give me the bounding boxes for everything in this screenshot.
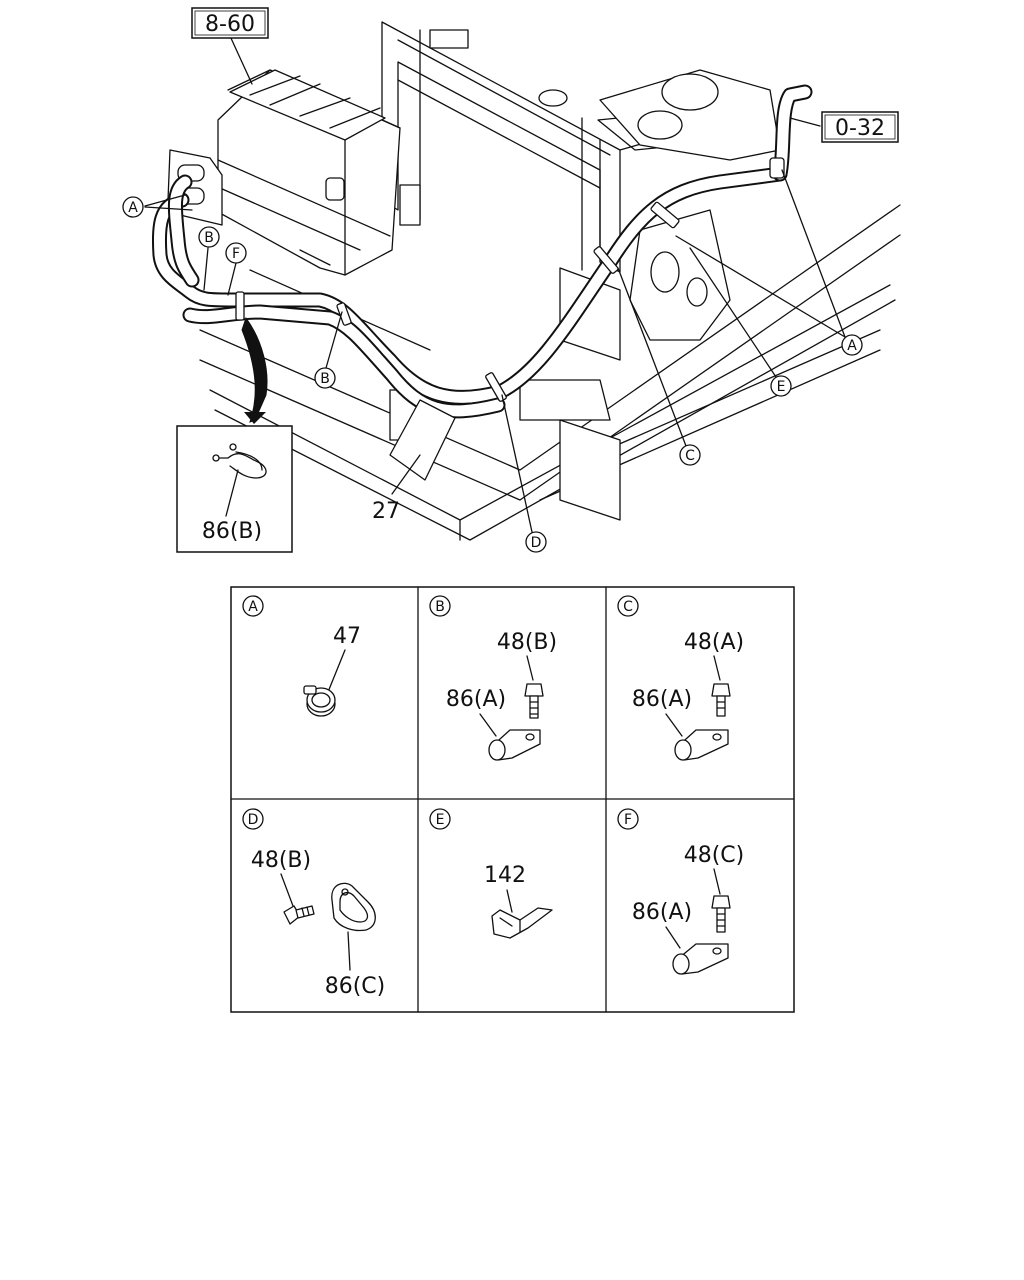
panel-d-letter: D: [248, 812, 259, 828]
callout-a-right: A: [841, 334, 863, 356]
ref-label-8-60: 8-60: [205, 12, 255, 37]
clip-detail-inset: 86(B): [176, 425, 293, 553]
detail-panel-c: C 48(A) 86(A): [617, 595, 744, 761]
panel-c-part-48a: 48(A): [684, 630, 744, 655]
panel-d-part-48b: 48(B): [251, 848, 311, 873]
panel-d-part-86c: 86(C): [325, 974, 386, 999]
callout-f-upper-label: F: [232, 246, 240, 262]
panel-f-part-48c: 48(C): [684, 843, 745, 868]
engine-block: [389, 69, 781, 521]
detail-panel-f: F 48(C) 86(A): [617, 808, 745, 975]
detail-grid: A 47 B 48(B) 86(A): [230, 586, 795, 1013]
callout-b-upper-label: B: [204, 230, 214, 246]
bolt-48a-icon: [711, 683, 731, 717]
clip-86c-icon: [331, 882, 376, 932]
hose-protector: [389, 399, 456, 481]
clip-86a-icon-f: [672, 943, 729, 975]
panel-a-part-47: 47: [333, 624, 361, 649]
part-label-27: 27: [372, 499, 400, 524]
panel-f-part-86a: 86(A): [632, 900, 692, 925]
bolt-48b-d-icon: [283, 905, 315, 925]
leader-lines: [144, 35, 846, 533]
callout-a-left-label: A: [128, 200, 138, 216]
panel-f-letter: F: [624, 812, 632, 828]
vehicle-illustration: 8-60 0-32 A B F B A E: [122, 7, 901, 553]
ref-box-0-32[interactable]: 0-32: [821, 111, 899, 143]
ref-label-0-32: 0-32: [835, 116, 885, 141]
callout-e-right-label: E: [777, 379, 786, 395]
detail-arrowhead: [244, 412, 266, 424]
callout-b-lower: B: [314, 367, 336, 389]
heater-hose-27: [151, 84, 813, 419]
callout-c-right-label: C: [685, 448, 695, 464]
bolt-48b-icon: [524, 683, 544, 719]
callout-d-lower: D: [525, 531, 547, 553]
panel-c-part-86a: 86(A): [632, 687, 692, 712]
callout-a-right-label: A: [847, 338, 857, 354]
callout-e-right: E: [770, 375, 792, 397]
radiator: [381, 21, 736, 361]
hose-clamp-icon: [303, 685, 336, 717]
panel-e-letter: E: [436, 812, 445, 828]
panel-b-part-48b: 48(B): [497, 630, 557, 655]
callout-c-right: C: [679, 444, 701, 466]
clip-86b-icon: [212, 443, 267, 479]
detail-panel-e: E 142: [429, 808, 553, 939]
part-label-86b: 86(B): [202, 519, 262, 544]
panel-c-letter: C: [623, 599, 633, 615]
callout-b-upper: B: [198, 226, 220, 248]
bolt-48c-icon: [711, 895, 731, 933]
heater-unit: [217, 69, 421, 276]
detail-arrow: [241, 316, 268, 423]
callout-d-lower-label: D: [531, 535, 542, 551]
detail-panel-b: B 48(B) 86(A): [429, 595, 557, 761]
panel-b-letter: B: [435, 599, 445, 615]
bracket-142-icon: [491, 907, 553, 939]
detail-panel-d: D 48(B) 86(C): [242, 808, 386, 999]
callout-f-upper: F: [225, 242, 247, 264]
panel-e-part-142: 142: [484, 863, 526, 888]
callout-b-lower-label: B: [320, 371, 330, 387]
panel-b-part-86a: 86(A): [446, 687, 506, 712]
panel-a-letter: A: [248, 599, 258, 615]
callout-a-left: A: [122, 196, 144, 218]
ref-box-8-60[interactable]: 8-60: [191, 7, 269, 39]
detail-panel-a: A 47: [242, 595, 361, 717]
clip-86a-icon-b: [488, 729, 541, 761]
clip-86a-icon-c: [674, 729, 729, 761]
